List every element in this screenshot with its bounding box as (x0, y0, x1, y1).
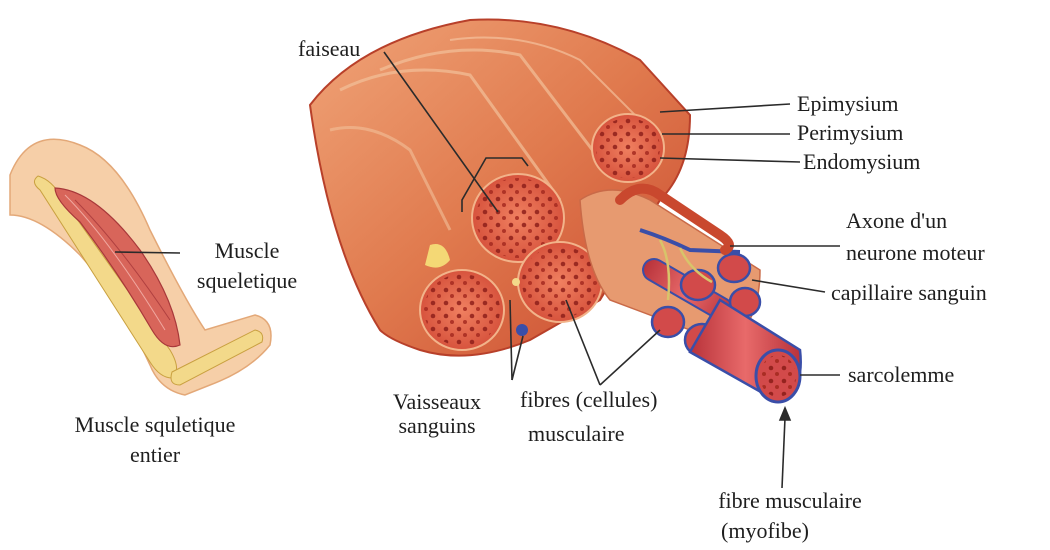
label-axone-line1: Axone d'un (846, 208, 947, 234)
label-epimysium: Epimysium (797, 91, 898, 117)
label-sarcolemme: sarcolemme (848, 362, 954, 388)
label-axone-line2: neurone moteur (846, 240, 985, 266)
label-vaisseaux-line1: Vaisseaux (382, 389, 492, 415)
blood-vessel-2 (512, 278, 520, 286)
label-capillaire: capillaire sanguin (831, 280, 987, 306)
fiber-end-1 (718, 254, 750, 282)
label-muscle-line1: Muscle (182, 238, 312, 264)
label-fibre-line2: (myofibe) (700, 518, 830, 544)
label-fibres-line1: fibres (cellules) (520, 387, 657, 413)
fiber-end-2 (681, 270, 715, 300)
blood-vessel-1 (516, 324, 528, 336)
label-fibre-line1: fibre musculaire (700, 488, 880, 514)
label-entier-line2: entier (40, 442, 270, 468)
fascicle-top-right (592, 114, 664, 182)
label-perimysium: Perimysium (797, 120, 903, 146)
label-vaisseaux-line2: sanguins (382, 413, 492, 439)
label-entier-line1: Muscle squletique (40, 412, 270, 438)
label-fibres-line2: musculaire (528, 421, 625, 447)
extracted-fascicle (580, 189, 801, 402)
fascicle-left (420, 270, 504, 350)
label-faiseau: faiseau (298, 36, 360, 62)
label-endomysium: Endomysium (803, 149, 920, 175)
label-muscle-line2: squeletique (182, 268, 312, 294)
